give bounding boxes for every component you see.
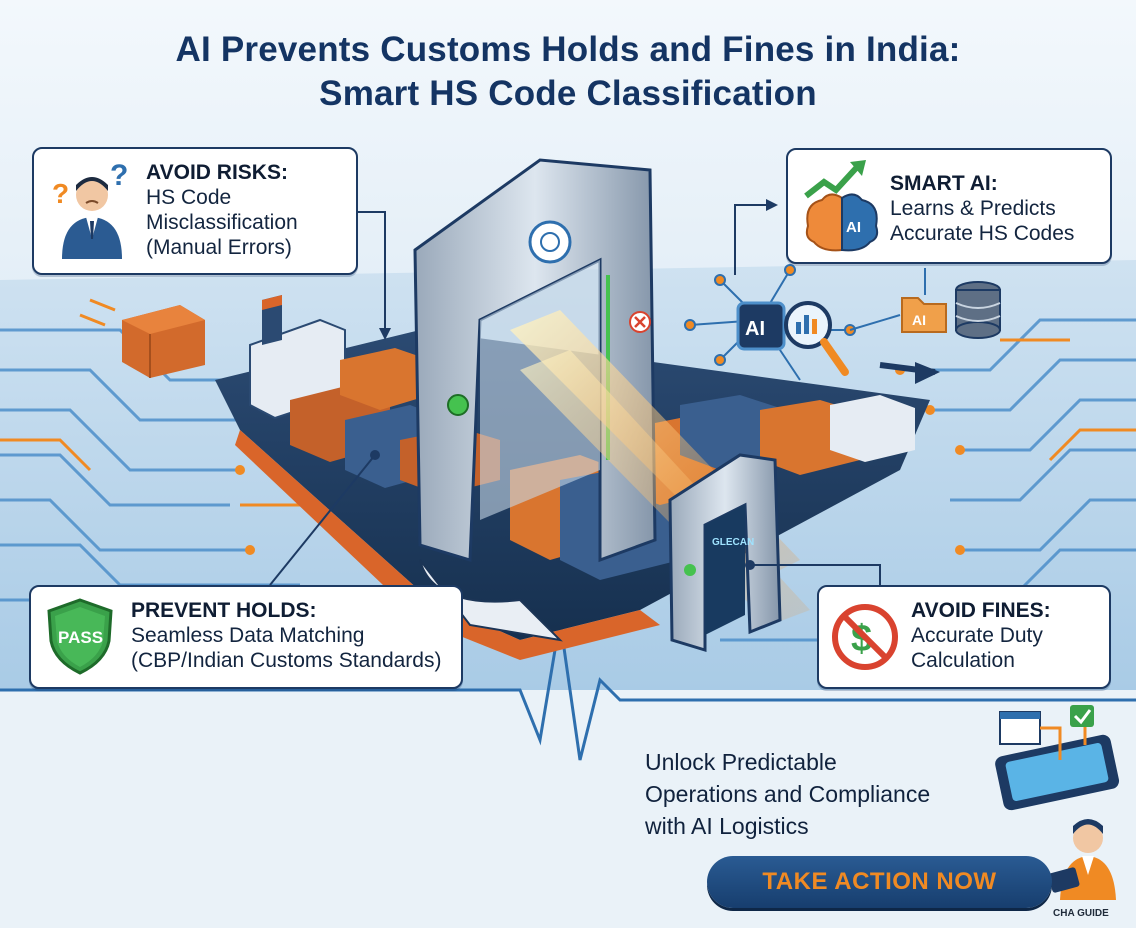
ai-brain-label: AI xyxy=(846,219,861,236)
page-title: AI Prevents Customs Holds and Fines in I… xyxy=(0,28,1136,116)
prevent-holds-card: PASS PREVENT HOLDS: Seamless Data Matchi… xyxy=(29,585,463,689)
consultant-avatar xyxy=(1048,819,1116,900)
folder-icon: AI xyxy=(901,297,947,333)
magnifier-icon xyxy=(784,301,849,376)
cta-line-3: with AI Logistics xyxy=(645,813,809,839)
avoid-risks-line-3: (Manual Errors) xyxy=(146,236,292,259)
prevent-holds-line-2: (CBP/Indian Customs Standards) xyxy=(131,649,442,672)
ai-chip-label: AI xyxy=(745,318,765,340)
avoid-fines-line-1: Accurate Duty xyxy=(911,624,1043,647)
cta-line-2: Operations and Compliance xyxy=(645,781,931,807)
avoid-fines-line-2: Calculation xyxy=(911,649,1015,672)
database-icon xyxy=(955,281,1001,339)
holds-leader-line xyxy=(269,454,376,586)
cta-message: Unlock Predictable Operations and Compli… xyxy=(645,746,1005,842)
pass-shield-icon: PASS xyxy=(47,598,113,675)
avoid-risks-line-1: HS Code xyxy=(146,186,232,209)
avoid-fines-heading: AVOID FINES: xyxy=(911,599,1051,622)
smart-ai-line-1: Learns & Predicts xyxy=(890,197,1056,220)
floating-container xyxy=(122,305,205,378)
data-link-line xyxy=(849,268,926,331)
folder-label: AI xyxy=(912,312,926,328)
smart-ai-line-2: Accurate HS Codes xyxy=(890,222,1075,245)
fines-leader-line xyxy=(750,564,881,585)
ai-brain-growth-icon: AI xyxy=(804,160,879,252)
take-action-button[interactable]: TAKE ACTION NOW xyxy=(707,856,1052,908)
avoid-fines-card: $ AVOID FINES: Accurate Duty Calculation xyxy=(817,585,1111,689)
no-dollar-icon: $ xyxy=(832,604,898,670)
pulse-line xyxy=(0,619,1136,761)
prevent-holds-line-1: Seamless Data Matching xyxy=(131,624,365,647)
confused-officer-icon: ? ? xyxy=(52,161,128,259)
pass-badge-label: PASS xyxy=(58,628,103,647)
title-line-1: AI Prevents Customs Holds and Fines in I… xyxy=(175,30,961,69)
scanner-screen-label: GLECAN xyxy=(712,537,754,548)
title-line-2: Smart HS Code Classification xyxy=(319,74,817,113)
cta-line-1: Unlock Predictable xyxy=(645,749,837,775)
prevent-holds-heading: PREVENT HOLDS: xyxy=(131,599,317,622)
ai-chip: AI xyxy=(736,301,786,351)
circuit-orange-lines xyxy=(0,338,1136,507)
avoid-risks-heading: AVOID RISKS: xyxy=(146,161,288,184)
risk-pointer-arrow xyxy=(355,211,386,330)
svg-text:?: ? xyxy=(110,161,128,192)
avoid-risks-line-2: Misclassification xyxy=(146,211,298,234)
svg-text:?: ? xyxy=(52,178,69,209)
tablet-icon xyxy=(995,705,1120,811)
smart-ai-card: AI SMART AI: Learns & Predicts Accurate … xyxy=(786,148,1112,264)
ai-pointer-arrow xyxy=(734,204,768,275)
smart-ai-heading: SMART AI: xyxy=(890,172,998,195)
avoid-risks-card: ? ? AVOID RISKS: HS Code Misclassificati… xyxy=(32,147,358,275)
brand-label: CHA GUIDE xyxy=(1053,908,1109,919)
